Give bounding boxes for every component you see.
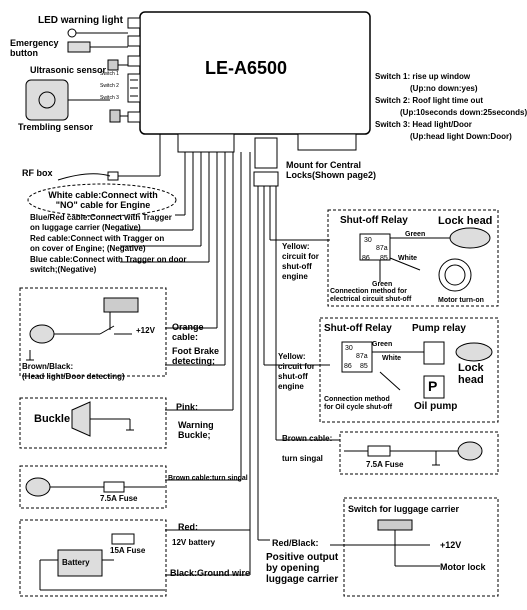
relay2-p: P: [428, 378, 438, 394]
ultrasonic-sensor-label: Ultrasonic sensor: [30, 65, 107, 75]
black-ground-label: Black:Ground wire: [170, 568, 251, 578]
led-warning-label: LED warning light: [38, 15, 123, 26]
luggage-box: [343, 497, 499, 597]
pink-label: Pink:: [176, 402, 199, 412]
turn-signal-box: [19, 465, 167, 509]
luggage-title: Switch for luggage carrier: [348, 504, 460, 514]
relay2-pump-relay: Pump relay: [412, 323, 466, 334]
fuse-15a-label: 15A Fuse: [110, 546, 146, 555]
red-black-label: Red/Black:: [272, 538, 319, 548]
relay2-pin-87a: 87a: [356, 353, 368, 360]
red-cable-label: Red cable:Connect with Tragger on on cov…: [30, 234, 165, 253]
relay2-oil-pump: Oil pump: [414, 401, 458, 412]
relay2-connection: Connection method for Oil cycle shut-off: [324, 396, 393, 411]
relay1-lock-head: Lock head: [438, 215, 493, 227]
led-icon: [67, 28, 77, 38]
white-cable-label: White cable:Connect with "NO" cable for …: [48, 190, 158, 210]
relay2-pin-86: 86: [344, 363, 352, 370]
white-cable-highlight: [27, 183, 177, 217]
switch-note-2b: (Up:10seconds down:25seconds): [400, 108, 527, 117]
relay2-lock-head: Lock head: [458, 362, 484, 386]
mount-label: Mount for Central Locks(Shown page2): [286, 160, 377, 180]
switch-1-label: Switch 1: [100, 71, 119, 77]
relay1-pin-30: 30: [364, 237, 372, 244]
relay1-pin-86: 86: [362, 255, 370, 262]
switch-note-1b: (Up:no down:yes): [410, 84, 478, 93]
relay2-yellow: Yellow: circuit for shut-off engine: [278, 352, 315, 391]
foot-brake-12v: +12V: [136, 326, 155, 335]
relay1-pin-87a: 87a: [376, 245, 388, 252]
emergency-button-label: Emergency button: [10, 38, 59, 58]
switch-note-1: Switch 1: rise up window: [375, 72, 471, 81]
relay1-white: White: [398, 255, 418, 262]
battery-box: [19, 519, 167, 597]
red-main-label: Red:: [178, 522, 198, 532]
fuse-7a-label: 7.5A Fuse: [100, 494, 138, 503]
relay2-white: White: [382, 355, 402, 362]
ultrasonic-sensor-icon: [107, 59, 119, 71]
foot-brake-box: [19, 287, 167, 377]
relay1-pin-85: 85: [380, 255, 388, 262]
luggage-motor-lock: Motor lock: [440, 562, 486, 572]
trembling-sensor-label: Trembling sensor: [18, 122, 94, 132]
relay2-pin-30: 30: [345, 345, 353, 352]
relay1-yellow: Yellow: circuit for shut-off engine: [282, 242, 319, 281]
brown-cable-fuse: 7.5A Fuse: [366, 460, 404, 469]
brown-turn-label: Brown cable:turn singal: [168, 475, 248, 482]
warning-buckle-label: Warning Buckle;: [178, 420, 214, 440]
relay1-motor: Motor turn-on: [438, 297, 484, 304]
buckle-box: [19, 397, 167, 449]
blue-red-cable-label: Blue/Red cable:Connect with Tragger on l…: [30, 213, 172, 232]
foot-brake-label: Foot Brake detecting;: [172, 346, 220, 366]
relay1-green1: Green: [405, 231, 426, 238]
battery-12v-label: 12V battery: [172, 538, 216, 547]
emergency-button-icon: [67, 41, 91, 53]
model-title: LE-A6500: [205, 58, 288, 78]
switch-note-3b: (Up:head light Down:Door): [410, 132, 512, 141]
trembling-sensor-icon: [25, 79, 69, 121]
relay1-green2: Green: [372, 281, 393, 288]
buckle-label: Buckle: [34, 413, 71, 425]
luggage-12v: +12V: [440, 540, 462, 550]
relay2-green: Green: [372, 341, 393, 348]
brown-black-label: Brown/Black: (Head light/Door detecting): [22, 362, 125, 381]
switch-3-label: Switch 3: [100, 95, 119, 101]
positive-output-label: Positive output by opening luggage carri…: [266, 552, 339, 585]
orange-cable-label: Orange cable:: [172, 322, 204, 342]
rf-box-wire: [57, 173, 111, 181]
control-unit-box: [139, 11, 371, 135]
relay2-box: [319, 317, 499, 423]
relay1-box: [327, 209, 499, 307]
brown-cable-turn: turn singal: [282, 454, 323, 463]
blue-cable-label: Blue cable:Connect with Tragger on door …: [30, 255, 187, 274]
rf-box-label: RF box: [22, 168, 53, 178]
relay1-connection: Connection method for electrical circuit…: [330, 288, 412, 303]
relay2-pin-85: 85: [360, 363, 368, 370]
wiring-diagram: [19, 11, 499, 597]
brown-cable-label: Brown cable:: [282, 434, 333, 443]
switch-2-label: Switch 2: [100, 83, 119, 89]
relay1-title: Shut-off Relay: [340, 215, 408, 226]
relay2-title: Shut-off Relay: [324, 323, 392, 334]
switch-note-2: Switch 2: Roof light time out: [375, 96, 483, 105]
switch-note-3: Switch 3: Head light/Door: [375, 120, 472, 129]
battery-label: Battery: [62, 558, 90, 567]
